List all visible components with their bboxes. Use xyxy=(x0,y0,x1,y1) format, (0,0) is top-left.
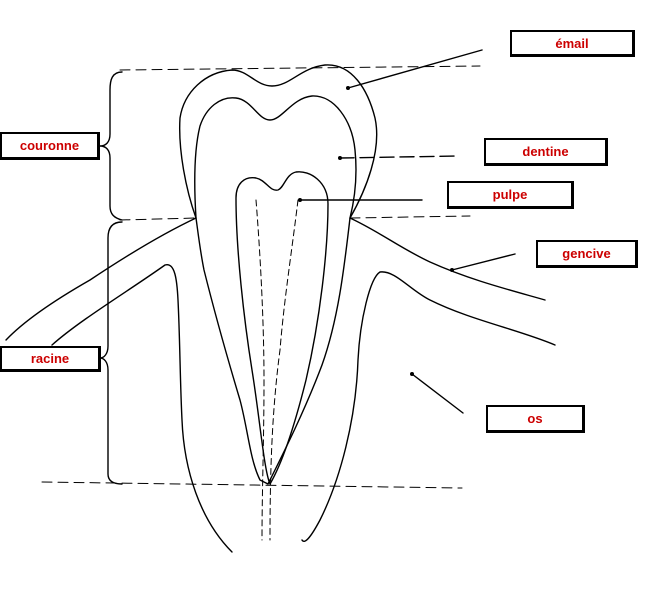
dot-email xyxy=(346,86,350,90)
crown-top-guide xyxy=(119,65,481,71)
root-canal-right xyxy=(269,199,299,541)
leader-email xyxy=(347,49,483,89)
dot-pulpe xyxy=(298,198,302,202)
dentine-label: dentine xyxy=(484,138,608,166)
cervical-guide-right xyxy=(349,215,471,219)
leader-os xyxy=(411,373,464,414)
pulpe-label: pulpe xyxy=(447,181,574,209)
email-label: émail xyxy=(510,30,635,57)
gencive-label: gencive xyxy=(536,240,638,268)
bone-left xyxy=(51,264,233,553)
dot-dentine xyxy=(338,156,342,160)
root-apex-guide xyxy=(41,481,463,489)
os-label: os xyxy=(486,405,585,433)
leader-gencive xyxy=(451,253,516,271)
dot-os xyxy=(410,372,414,376)
dot-gencive xyxy=(450,268,454,272)
pulp-cavity xyxy=(235,171,329,485)
couronne-label: couronne xyxy=(0,132,100,160)
cervical-guide-left xyxy=(119,217,197,221)
root-canal-left xyxy=(255,199,265,541)
tooth-outline xyxy=(178,64,378,485)
gum-left xyxy=(5,217,197,341)
bone-right xyxy=(301,271,556,542)
leader-dentine xyxy=(339,155,459,159)
gum-right xyxy=(349,217,546,301)
enamel-dentine-junction xyxy=(194,95,357,219)
crown-brace xyxy=(99,71,123,221)
racine-label: racine xyxy=(0,346,101,372)
